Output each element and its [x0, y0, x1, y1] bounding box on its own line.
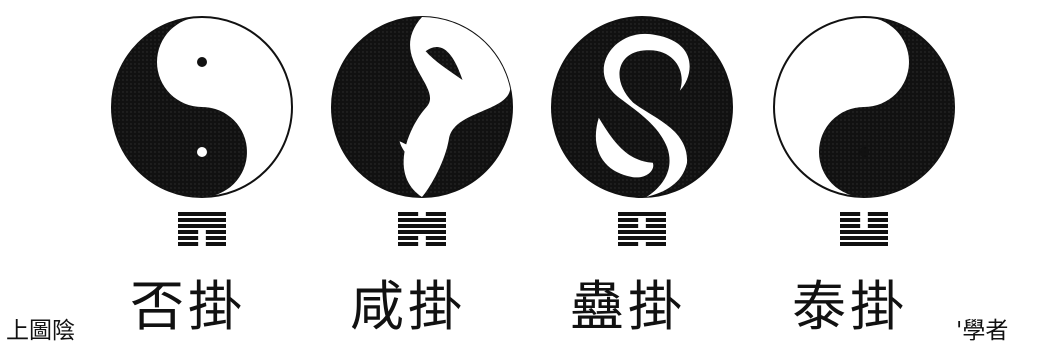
hexagram-line-yin-left — [398, 242, 418, 246]
taiji-symbol-3 — [774, 17, 954, 197]
panel-label-xian: 咸掛 — [348, 280, 468, 334]
hexagram-line-yin-right — [426, 212, 446, 216]
hexagram-line-yin-left — [840, 224, 860, 228]
hexagram-line-yang — [840, 230, 888, 234]
hexagram-0 — [178, 212, 226, 246]
hexagram-line-yin-left — [618, 242, 638, 246]
yang-eye — [859, 57, 869, 67]
hexagram-line-yin-right — [868, 224, 888, 228]
hexagram-line-yin-left — [398, 236, 418, 240]
hexagram-line-yin-left — [178, 230, 198, 234]
hexagram-line-yang — [178, 224, 226, 228]
hexagram-line-yang — [398, 230, 446, 234]
hexagram-line-yin-left — [618, 218, 638, 222]
caption-right-text: '學者 — [956, 320, 1008, 343]
hexagram-line-yang — [178, 218, 226, 222]
hexagram-line-yin-right — [868, 212, 888, 216]
hexagram-line-yin-right — [646, 218, 666, 222]
hexagram-line-yang — [618, 236, 666, 240]
yin-eye — [859, 147, 869, 157]
hexagram-line-yin-left — [178, 236, 198, 240]
hexagram-line-yin-right — [206, 242, 226, 246]
hexagram-line-yin-left — [618, 224, 638, 228]
hexagram-line-yin-left — [178, 242, 198, 246]
caption-left-text: 上圖陰 — [6, 320, 75, 343]
hexagram-line-yin-right — [646, 242, 666, 246]
hexagram-line-yin-right — [646, 224, 666, 228]
hexagram-line-yin-left — [398, 212, 418, 216]
panel-label-pi: 否掛 — [128, 280, 248, 334]
yin-eye — [197, 57, 207, 67]
hexagram-line-yin-right — [868, 218, 888, 222]
hexagram-line-yin-right — [206, 236, 226, 240]
hexagram-line-yang — [398, 224, 446, 228]
hexagram-line-yang — [840, 242, 888, 246]
hexagram-line-yin-left — [840, 218, 860, 222]
taiji-symbol-1 — [332, 17, 512, 197]
taiji-symbol-0 — [112, 17, 292, 197]
yang-eye — [197, 147, 207, 157]
panel-label-tai: 泰掛 — [790, 280, 910, 334]
hexagram-line-yang — [618, 212, 666, 216]
hexagram-line-yang — [178, 212, 226, 216]
hexagram-line-yang — [398, 218, 446, 222]
hexagram-line-yin-left — [840, 212, 860, 216]
hexagram-line-yang — [618, 230, 666, 234]
hexagram-1 — [398, 212, 446, 246]
hexagram-line-yin-right — [206, 230, 226, 234]
hexagram-line-yin-right — [426, 242, 446, 246]
hexagram-line-yin-right — [426, 236, 446, 240]
hexagram-line-yang — [840, 236, 888, 240]
hexagram-2 — [618, 212, 666, 246]
taiji-symbol-2 — [552, 17, 732, 197]
hexagram-3 — [840, 212, 888, 246]
panel-label-gu: 蠱掛 — [568, 280, 688, 334]
